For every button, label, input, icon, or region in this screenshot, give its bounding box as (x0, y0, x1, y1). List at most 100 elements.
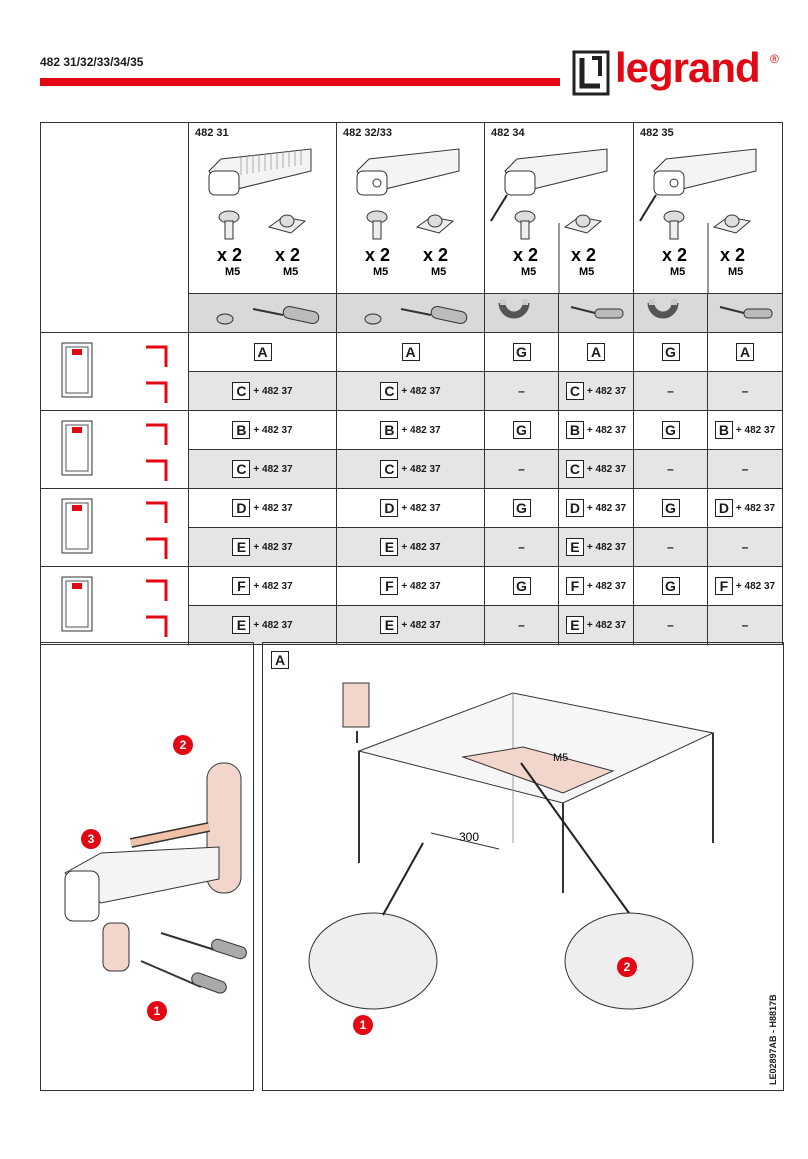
matrix-cell: G (484, 332, 559, 372)
product-482-31: 482 31 x 2 M5 (188, 122, 337, 294)
product-482-35: 482 35 x 2 M5 x 2 M5 (633, 122, 783, 294)
accessory-ref: + 482 37 (253, 463, 293, 475)
svg-text:M5: M5 (373, 266, 388, 278)
not-applicable: – (741, 384, 749, 398)
accessory-ref: + 482 37 (735, 424, 776, 436)
tool-screwdriver-cell (707, 293, 783, 333)
procedure-letter: B (565, 421, 584, 439)
not-applicable: – (741, 462, 749, 476)
magnet-icon (498, 298, 529, 318)
product-code: 482 32/33 (343, 127, 392, 139)
matrix-cell: D+ 482 37 (558, 488, 634, 528)
accessory-ref: + 482 37 (401, 580, 441, 592)
matrix-cell: E+ 482 37 (558, 527, 634, 567)
screw-icon (218, 210, 240, 240)
not-applicable: – (518, 384, 525, 398)
svg-text:M5: M5 (670, 266, 685, 278)
matrix-cell: E+ 482 37 (188, 605, 337, 645)
procedure-letter: E (232, 616, 251, 634)
procedure-letter: C (380, 460, 399, 478)
accessory-ref: + 482 37 (586, 580, 627, 592)
heater-illustration-icon: x 2 M5 x 2 M5 (356, 148, 460, 278)
matrix-cell: – (707, 605, 783, 645)
svg-text:x 2: x 2 (275, 245, 300, 265)
svg-text:2: 2 (180, 738, 187, 752)
procedure-letter: G (512, 343, 531, 361)
enclosure-icon (61, 498, 167, 559)
accessory-ref: + 482 37 (253, 502, 293, 514)
matrix-cell: C+ 482 37 (336, 371, 485, 411)
matrix-cell: A (188, 332, 337, 372)
procedure-letter: D (232, 499, 251, 517)
matrix-cell: – (707, 371, 783, 411)
reference-numbers: 482 31/32/33/34/35 (40, 55, 144, 69)
procedure-letter: E (380, 616, 399, 634)
procedure-letter: E (380, 538, 399, 556)
matrix-cell: A (707, 332, 783, 372)
matrix-cell: E+ 482 37 (558, 605, 634, 645)
procedure-letter: C (565, 382, 584, 400)
magnet-icon (647, 298, 678, 318)
accessory-ref: + 482 37 (253, 541, 293, 553)
matrix-cell: C+ 482 37 (188, 371, 337, 411)
accessory-ref: + 482 37 (735, 502, 776, 514)
matrix-cell: – (484, 605, 559, 645)
procedure-letter: G (661, 499, 680, 517)
matrix-cell: E+ 482 37 (336, 605, 485, 645)
matrix-cell: G (633, 488, 708, 528)
svg-text:M5: M5 (283, 266, 298, 278)
screwdriver-icon (719, 305, 773, 318)
svg-text:M5: M5 (553, 752, 568, 764)
accessory-ref: + 482 37 (401, 424, 441, 436)
tool-screwdriver-cell (558, 293, 634, 333)
tool-screwdriver-cell (336, 293, 485, 333)
matrix-cell: – (633, 449, 708, 489)
accessory-ref: + 482 37 (586, 502, 627, 514)
procedure-letter: D (380, 499, 399, 517)
accessory-ref: + 482 37 (735, 580, 776, 592)
matrix-cell: C+ 482 37 (336, 449, 485, 489)
procedure-letter: F (380, 577, 399, 595)
product-482-34: 482 34 x 2 M5 x 2 M5 (484, 122, 634, 294)
matrix-cell: G (633, 410, 708, 450)
accessory-ref: + 482 37 (253, 424, 293, 436)
accessory-ref: + 482 37 (401, 385, 441, 397)
accessory-ref: + 482 37 (401, 463, 441, 475)
accessory-ref: + 482 37 (586, 541, 627, 553)
svg-text:x 2: x 2 (365, 245, 390, 265)
accessory-ref: + 482 37 (253, 619, 293, 631)
matrix-cell: G (484, 488, 559, 528)
heater-illustration-icon: x 2 M5 x 2 M5 (208, 148, 312, 278)
svg-text:x 2: x 2 (720, 245, 745, 265)
matrix-cell: – (484, 527, 559, 567)
procedure-letter: E (232, 538, 251, 556)
matrix-cell: G (633, 332, 708, 372)
legrand-logo-icon (572, 50, 610, 96)
svg-text:x 2: x 2 (513, 245, 538, 265)
matrix-cell: F+ 482 37 (707, 566, 783, 606)
procedure-label: A (271, 651, 289, 669)
svg-text:x 2: x 2 (662, 245, 687, 265)
procedure-letter: G (661, 343, 680, 361)
not-applicable: – (667, 540, 674, 554)
procedure-letter: C (380, 382, 399, 400)
product-code: 482 35 (640, 127, 674, 139)
matrix-cell: – (707, 449, 783, 489)
not-applicable: – (518, 540, 525, 554)
matrix-cell: G (484, 566, 559, 606)
matrix-cell: F+ 482 37 (558, 566, 634, 606)
screwdriver-icon (364, 305, 467, 324)
matrix-cell: B+ 482 37 (188, 410, 337, 450)
not-applicable: – (518, 462, 525, 476)
nut-icon (267, 214, 307, 234)
procedure-letter: D (714, 499, 733, 517)
svg-text:M5: M5 (728, 266, 743, 278)
procedure-letter: G (661, 577, 680, 595)
screwdriver-icon (216, 305, 319, 324)
matrix-cell: – (707, 527, 783, 567)
brand-name: legrand (615, 44, 761, 91)
registered-mark: ® (770, 52, 779, 66)
enclosure-icon (61, 420, 167, 481)
